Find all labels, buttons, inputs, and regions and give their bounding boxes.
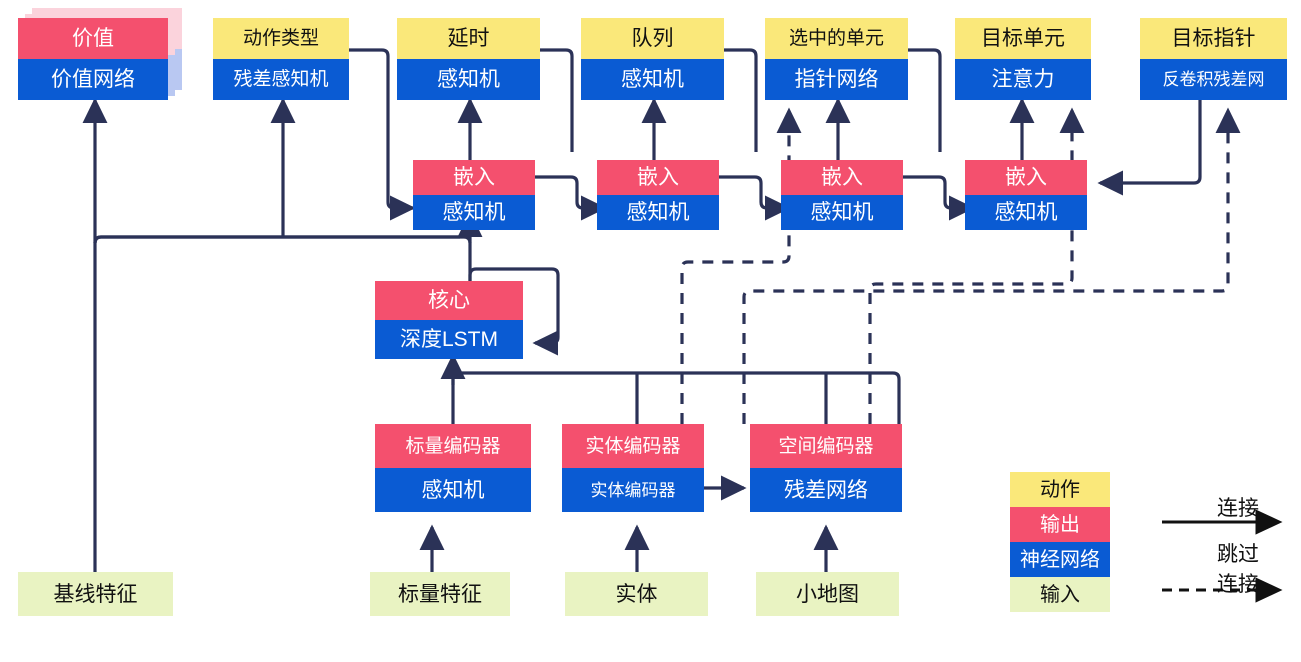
head-node-queue-action: 队列 <box>581 18 724 59</box>
input-node-baseline-features[interactable]: 基线特征 <box>18 572 173 616</box>
embed-node-2-network: 感知机 <box>597 195 719 230</box>
legend-swatch-input: 输入 <box>1010 577 1110 612</box>
head-node-target-pointer[interactable]: 目标指针 反卷积残差网 <box>1140 18 1287 100</box>
encoder-node-spatial[interactable]: 空间编码器 残差网络 <box>750 424 902 512</box>
embed-node-2-output: 嵌入 <box>597 160 719 195</box>
core-node-output: 核心 <box>375 281 523 320</box>
legend-edge-solid-label: 连接 <box>1217 497 1259 520</box>
core-node[interactable]: 核心 深度LSTM <box>375 281 523 359</box>
legend-swatches: 动作 输出 神经网络 输入 <box>1010 472 1110 612</box>
head-node-target-unit-action: 目标单元 <box>955 18 1091 59</box>
encoder-node-entity-network: 实体编码器 <box>562 468 704 512</box>
encoder-node-scalar-network: 感知机 <box>375 468 531 512</box>
core-node-network: 深度LSTM <box>375 320 523 359</box>
head-node-selected-units-network: 指针网络 <box>765 59 908 100</box>
encoder-node-spatial-network: 残差网络 <box>750 468 902 512</box>
head-node-action-type-action: 动作类型 <box>213 18 349 59</box>
embed-node-2[interactable]: 嵌入 感知机 <box>597 160 719 230</box>
embed-node-4-output: 嵌入 <box>965 160 1087 195</box>
input-node-baseline-features-label: 基线特征 <box>18 572 173 616</box>
head-node-value-network: 价值网络 <box>18 59 168 100</box>
legend-swatch-network: 神经网络 <box>1010 542 1110 577</box>
legend-swatch-output: 输出 <box>1010 507 1110 542</box>
encoder-node-entity-output: 实体编码器 <box>562 424 704 468</box>
wire-embed1-to-embed2 <box>535 175 607 221</box>
encoder-node-entity[interactable]: 实体编码器 实体编码器 <box>562 424 704 512</box>
input-node-minimap[interactable]: 小地图 <box>756 572 899 616</box>
wire-delay-head-down <box>540 48 574 152</box>
head-node-delay[interactable]: 延时 感知机 <box>397 18 540 100</box>
wire-encoder-bus <box>451 371 901 424</box>
head-node-queue[interactable]: 队列 感知机 <box>581 18 724 100</box>
head-node-value-action: 价值 <box>18 18 168 59</box>
head-node-selected-units-action: 选中的单元 <box>765 18 908 59</box>
legend-edge-dashed-label-1: 跳过 <box>1217 543 1259 566</box>
input-node-entities[interactable]: 实体 <box>565 572 708 616</box>
embed-node-3[interactable]: 嵌入 感知机 <box>781 160 903 230</box>
input-node-scalar-features-label: 标量特征 <box>370 572 510 616</box>
embed-node-3-output: 嵌入 <box>781 160 903 195</box>
embed-node-3-network: 感知机 <box>781 195 903 230</box>
wire-core-bus-left <box>93 235 472 244</box>
embed-node-1-output: 嵌入 <box>413 160 535 195</box>
head-node-target-pointer-network: 反卷积残差网 <box>1140 59 1287 100</box>
wire-queue-head-down <box>724 48 758 152</box>
embed-node-1-network: 感知机 <box>413 195 535 230</box>
head-node-action-type[interactable]: 动作类型 残差感知机 <box>213 18 349 100</box>
input-node-scalar-features[interactable]: 标量特征 <box>370 572 510 616</box>
head-node-target-unit[interactable]: 目标单元 注意力 <box>955 18 1091 100</box>
wire-action-type-head-to-embed1 <box>348 48 416 221</box>
legend-edge-arrows <box>1162 510 1283 603</box>
head-node-value[interactable]: 价值 价值网络 <box>18 18 168 100</box>
head-node-target-unit-network: 注意力 <box>955 59 1091 100</box>
head-node-delay-action: 延时 <box>397 18 540 59</box>
skip-spatial-encoder-to-target-unit <box>868 107 1085 424</box>
embed-node-4-network: 感知机 <box>965 195 1087 230</box>
skip-spatial-encoder-riser-to-target-pointer <box>742 107 1241 424</box>
input-node-minimap-label: 小地图 <box>756 572 899 616</box>
skip-entity-encoder-to-selected-units <box>680 107 802 424</box>
wire-embed2-to-embed3 <box>719 175 791 221</box>
wire-embed3-to-embed4 <box>903 175 975 221</box>
head-node-delay-network: 感知机 <box>397 59 540 100</box>
head-node-target-pointer-action: 目标指针 <box>1140 18 1287 59</box>
head-node-queue-network: 感知机 <box>581 59 724 100</box>
embed-node-4[interactable]: 嵌入 感知机 <box>965 160 1087 230</box>
head-node-action-type-network: 残差感知机 <box>213 59 349 100</box>
legend-swatch-action: 动作 <box>1010 472 1110 507</box>
encoder-node-scalar[interactable]: 标量编码器 感知机 <box>375 424 531 512</box>
encoder-node-spatial-output: 空间编码器 <box>750 424 902 468</box>
encoder-node-scalar-output: 标量编码器 <box>375 424 531 468</box>
embed-node-1[interactable]: 嵌入 感知机 <box>413 160 535 230</box>
wire-target-pointer-to-embed4 <box>1097 100 1202 196</box>
head-node-selected-units[interactable]: 选中的单元 指针网络 <box>765 18 908 100</box>
input-node-entities-label: 实体 <box>565 572 708 616</box>
wire-selected-head-down <box>908 48 942 152</box>
